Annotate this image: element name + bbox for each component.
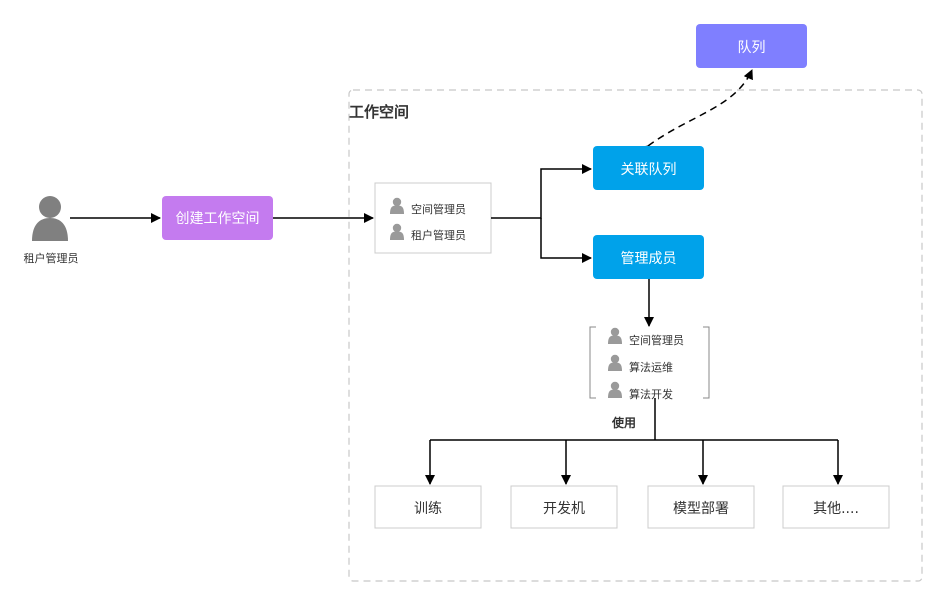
manage-members-label: 管理成员 bbox=[621, 251, 677, 267]
member-role-item: 算法开发 bbox=[629, 387, 673, 401]
actor-label: 租户管理员 bbox=[24, 251, 79, 265]
admin-roles-box bbox=[374, 182, 492, 254]
use-connector bbox=[425, 398, 843, 485]
create-workspace-box[interactable] bbox=[162, 196, 273, 240]
admin-role-item: 租户管理员 bbox=[411, 228, 466, 242]
workspace-container bbox=[348, 89, 923, 582]
queue-box[interactable] bbox=[696, 24, 807, 68]
function-label: 模型部署 bbox=[673, 501, 729, 517]
function-box-devmachine[interactable] bbox=[510, 485, 618, 529]
function-box-other[interactable] bbox=[782, 485, 890, 529]
manage-members-box[interactable] bbox=[593, 235, 704, 279]
function-box-training[interactable] bbox=[374, 485, 482, 529]
person-icon bbox=[608, 327, 622, 344]
queue-label: 队列 bbox=[738, 40, 766, 56]
function-label: 其他.... bbox=[813, 501, 859, 517]
function-box-model-deploy[interactable] bbox=[647, 485, 755, 529]
person-icon bbox=[608, 354, 622, 371]
admin-role-item: 空间管理员 bbox=[411, 202, 466, 216]
person-icon bbox=[32, 196, 68, 241]
function-label: 开发机 bbox=[543, 501, 585, 517]
function-label: 训练 bbox=[414, 501, 442, 517]
create-workspace-label: 创建工作空间 bbox=[176, 211, 260, 227]
use-label: 使用 bbox=[611, 415, 636, 430]
workspace-title: 工作空间 bbox=[349, 103, 409, 121]
arrow-linkqueue-queue bbox=[637, 69, 753, 156]
arrow-roles-linkqueue bbox=[491, 164, 592, 219]
member-role-item: 算法运维 bbox=[629, 360, 673, 374]
member-roles-bracket bbox=[589, 326, 710, 399]
person-icon bbox=[608, 381, 622, 398]
link-queue-box[interactable] bbox=[593, 146, 704, 190]
member-role-item: 空间管理员 bbox=[629, 333, 684, 347]
arrow-roles-members bbox=[540, 218, 592, 263]
link-queue-label: 关联队列 bbox=[621, 162, 677, 178]
